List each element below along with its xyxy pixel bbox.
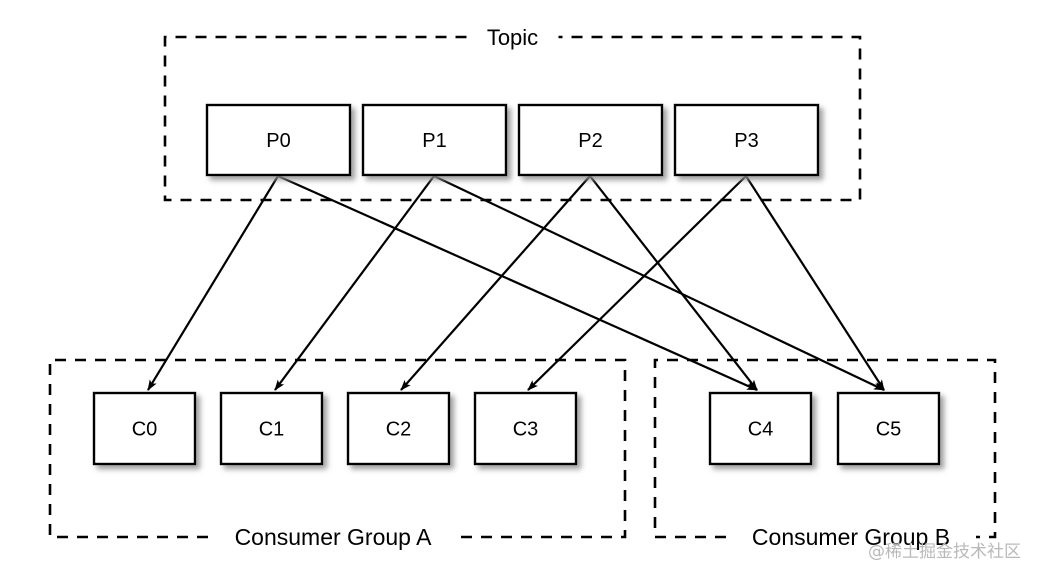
edge-p0-to-c4 <box>277 174 758 392</box>
consumer-group-label-group-a: Consumer Group A <box>235 524 433 550</box>
partitions-layer: P0 P1 P2 P3 <box>205 103 820 177</box>
consumer-label-c5: C5 <box>876 419 902 441</box>
consumer-label-c0: C0 <box>132 419 158 441</box>
edge-p1-to-c1 <box>274 175 435 391</box>
edge-p2-to-c4 <box>589 175 758 391</box>
consumer-box-c5[interactable] <box>836 391 941 466</box>
consumer-box-c4[interactable] <box>708 391 813 466</box>
consumers-layer: C0 C1 C2 C3 C4 C5 <box>92 391 941 466</box>
consumer-c1[interactable]: C1 <box>219 391 324 466</box>
partition-p3[interactable]: P3 <box>673 103 820 177</box>
partition-label-p0: P0 <box>266 130 290 152</box>
partition-label-p2: P2 <box>578 130 602 152</box>
consumer-label-c2: C2 <box>386 419 412 441</box>
consumer-box-c3[interactable] <box>473 391 578 466</box>
consumer-box-c0[interactable] <box>92 391 197 466</box>
edge-p3-to-c5 <box>745 175 885 391</box>
consumer-groups-layer: Consumer Group A Consumer Group B <box>48 358 997 550</box>
consumer-c5[interactable]: C5 <box>836 391 941 466</box>
partition-p0[interactable]: P0 <box>205 103 352 177</box>
partition-label-p1: P1 <box>422 130 446 152</box>
connection-edges-layer <box>147 174 885 392</box>
partition-p1[interactable]: P1 <box>361 103 508 177</box>
consumer-group-container-group-a <box>48 358 627 539</box>
consumer-label-c1: C1 <box>259 419 285 441</box>
consumer-label-c3: C3 <box>513 419 539 441</box>
consumer-c4[interactable]: C4 <box>708 391 813 466</box>
consumer-box-c2[interactable] <box>346 391 451 466</box>
edge-p1-to-c5 <box>433 175 885 391</box>
consumer-c0[interactable]: C0 <box>92 391 197 466</box>
edge-p3-to-c3 <box>527 175 747 391</box>
partition-box-p3[interactable] <box>673 103 820 177</box>
consumer-group-label-group-b: Consumer Group B <box>752 524 950 550</box>
partition-box-p2[interactable] <box>517 103 664 177</box>
partition-box-p1[interactable] <box>361 103 508 177</box>
edge-p0-to-c0 <box>147 175 279 391</box>
consumer-box-c1[interactable] <box>219 391 324 466</box>
partition-p2[interactable]: P2 <box>517 103 664 177</box>
topic-container-group: Topic <box>163 25 862 202</box>
partition-label-p3: P3 <box>734 130 758 152</box>
partition-box-p0[interactable] <box>205 103 352 177</box>
consumer-c2[interactable]: C2 <box>346 391 451 466</box>
watermark-text: @稀土掘金技术社区 <box>868 542 1021 562</box>
consumer-label-c4: C4 <box>748 419 774 441</box>
consumer-c3[interactable]: C3 <box>473 391 578 466</box>
topic-label: Topic <box>487 25 538 50</box>
consumer-group-container-group-b <box>653 358 997 539</box>
edge-p2-to-c2 <box>400 175 591 391</box>
